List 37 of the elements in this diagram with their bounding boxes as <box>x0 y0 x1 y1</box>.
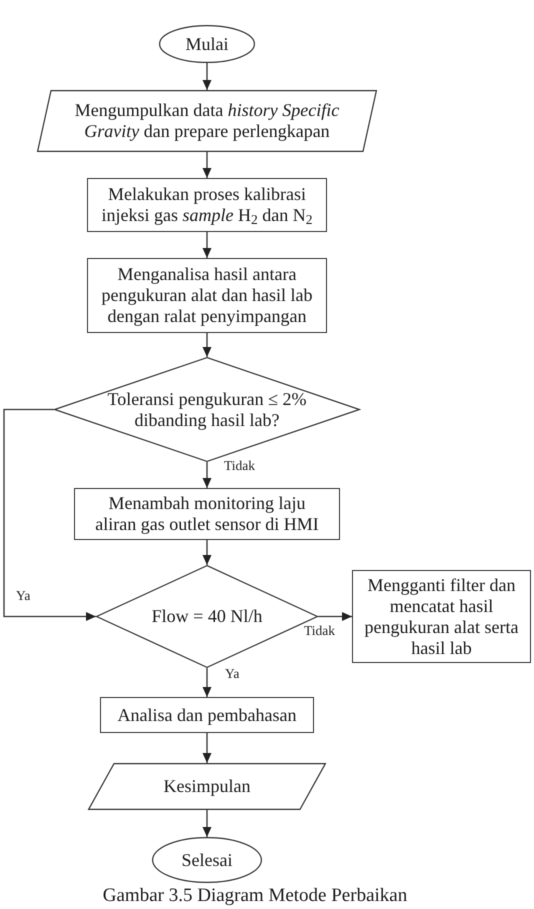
node-text: Selesai <box>182 850 232 870</box>
arrow <box>202 668 212 697</box>
arrow <box>318 612 352 621</box>
arrow <box>202 733 212 763</box>
node-text: Kesimpulan <box>164 776 250 797</box>
process-box <box>87 178 327 232</box>
arrow <box>202 810 212 837</box>
process-box <box>352 570 531 663</box>
decision-diamond <box>54 357 360 462</box>
node-text: Flow = 40 Nl/h <box>152 606 262 627</box>
node-text: Mengganti filter dan mencatat hasil pengukuran alat serta hasil lab <box>364 574 520 658</box>
process-box <box>87 258 327 333</box>
terminal-ellipse <box>152 837 262 883</box>
node-text: Menambah monitoring laju aliran gas outlet sensor di HMI <box>94 493 320 535</box>
arrow <box>202 333 212 357</box>
data-parallelogram <box>37 90 377 152</box>
node-text: Menganalisa hasil antara pengukuran alat dan hasil lab dengan ralat penyimpangan <box>100 264 314 327</box>
arrow <box>202 232 212 258</box>
edge-label: Ya <box>16 588 30 604</box>
data-parallelogram <box>88 763 326 810</box>
arrow <box>202 462 212 488</box>
arrow <box>202 540 212 565</box>
process-box <box>74 488 340 540</box>
node-text: Analisa dan pembahasan <box>118 704 296 726</box>
process-box <box>100 697 314 733</box>
node-text: Mulai <box>186 34 228 54</box>
edge-label: Tidak <box>304 623 336 639</box>
arrow <box>202 63 212 90</box>
node-text: Melakukan proses kalibrasi injeksi gas sample H$_{2}$ dan N$_{2}$ <box>100 184 314 226</box>
edge-label: Tidak <box>224 458 256 474</box>
arrow <box>202 152 212 178</box>
edge-label: Ya <box>225 666 240 682</box>
node-text: Mengumpulkan data history Specific Gravity dan prepare perlengkapan <box>74 100 340 142</box>
figure-caption: Gambar 3.5 Diagram Metode Perbaikan <box>102 885 408 907</box>
arrow <box>3 408 96 621</box>
terminal-ellipse <box>159 25 255 63</box>
node-text: Toleransi pengukuran ≤ 2% dibanding hasil lab? <box>106 388 308 430</box>
